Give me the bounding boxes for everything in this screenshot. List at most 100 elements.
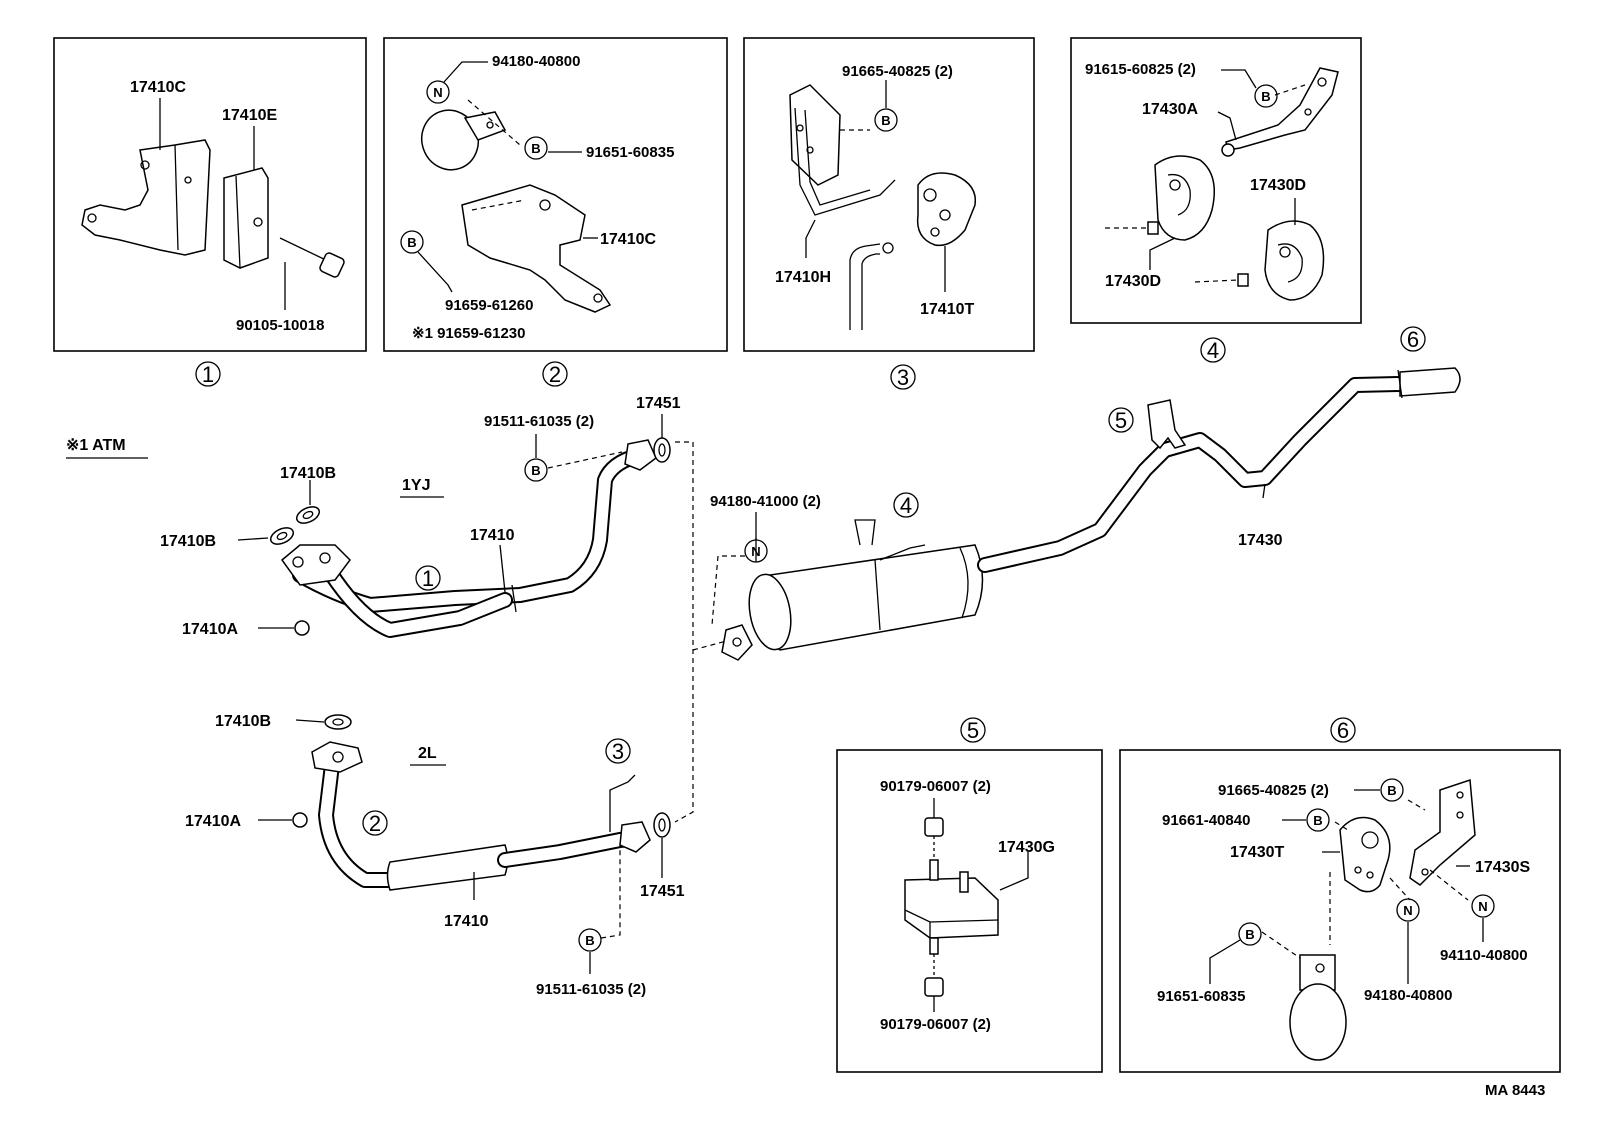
label-91511-61035-top: 91511-61035 (2)	[484, 413, 594, 430]
label-17410-bottom: 17410	[444, 913, 489, 930]
label-17430g: 17430G	[998, 839, 1055, 856]
bracket-shape	[81, 139, 211, 256]
svg-text:N: N	[1403, 903, 1412, 918]
svg-text:N: N	[1478, 899, 1487, 914]
atm-note: ※1 ATM	[66, 437, 126, 454]
label-17430a: 17430A	[1142, 101, 1198, 118]
label-91665-40825: 91665-40825 (2)	[842, 63, 953, 80]
label-91651-60835: 91651-60835	[586, 144, 674, 161]
callout-2-box: 2	[542, 361, 568, 387]
rear-flange-2l	[619, 821, 651, 853]
svg-text:1: 1	[202, 362, 214, 387]
svg-text:B: B	[1245, 927, 1254, 942]
front-pipe-2l: 17410B 17410A 17410 17451 91511-61035 (2…	[185, 713, 685, 998]
label-91665-40825-b6: 91665-40825 (2)	[1218, 782, 1329, 799]
svg-text:N: N	[433, 85, 442, 100]
detail-box-6: 6 B B B N N	[1119, 717, 1561, 1073]
drawing-id: MA 8443	[1485, 1082, 1545, 1099]
detail-box-1: 17410C 17410E 90105-10018	[53, 37, 367, 352]
label-17410c-2: 17410C	[600, 231, 656, 248]
svg-text:B: B	[881, 113, 890, 128]
label-17430s: 17430S	[1475, 859, 1530, 876]
callout-4-box: 4	[1200, 337, 1226, 363]
svg-text:B: B	[407, 235, 416, 250]
hanger-bracket-5	[1147, 399, 1187, 450]
svg-text:6: 6	[1337, 718, 1349, 743]
muffler-2l	[386, 844, 509, 891]
label-17430d-left: 17430D	[1105, 273, 1161, 290]
svg-text:5: 5	[967, 718, 979, 743]
label-17451-top: 17451	[636, 395, 681, 412]
detail-box-2: N B B 94180-40800 91651-60835 17410C 916…	[383, 37, 728, 352]
cushion-right	[1154, 155, 1215, 241]
callout-1-box: 1	[195, 361, 221, 387]
label-90105-10018: 90105-10018	[236, 317, 324, 334]
bracket-17430s	[1409, 778, 1476, 886]
label-17430t: 17430T	[1230, 844, 1284, 861]
label-94110-40800: 94110-40800	[1440, 947, 1528, 964]
manifold-flange	[280, 544, 351, 586]
label-94180-41000: 94180-41000 (2)	[710, 493, 821, 510]
label-94180-40800: 94180-40800	[492, 53, 580, 70]
detail-box-3: B 91665-40825 (2) 17410H 17410T	[743, 37, 1035, 352]
svg-text:1: 1	[422, 566, 434, 591]
label-17410h: 17410H	[775, 269, 831, 286]
main-muffler	[761, 544, 984, 651]
label-17410a-bottom: 17410A	[185, 813, 241, 830]
label-17410b-bottom: 17410B	[215, 713, 271, 730]
bracket-17430a	[1225, 67, 1339, 151]
svg-text:2: 2	[549, 362, 561, 387]
label-90179-06007-top: 90179-06007 (2)	[880, 778, 991, 795]
svg-text:B: B	[1387, 783, 1396, 798]
rubber-support	[916, 172, 977, 247]
svg-text:B: B	[1261, 89, 1270, 104]
label-17410e: 17410E	[222, 107, 277, 124]
svg-text:6: 6	[1407, 327, 1419, 352]
flange-1yj	[624, 439, 657, 471]
support-17430t	[1339, 816, 1391, 893]
svg-text:B: B	[531, 141, 540, 156]
svg-text:4: 4	[900, 493, 912, 518]
front-pipe-1yj: 17410B 17410B 17410A 17410 17451 91511-6…	[160, 395, 681, 638]
mount-17430g	[904, 877, 999, 939]
svg-text:N: N	[751, 544, 760, 559]
nut-top	[924, 817, 944, 837]
label-17410a-top: 17410A	[182, 621, 238, 638]
engine-label-2l: 2L	[418, 745, 437, 762]
flange-2l	[311, 741, 363, 773]
muffler-inlet-flange	[721, 624, 753, 661]
svg-text:3: 3	[897, 365, 909, 390]
label-91661-40840: 91661-40840	[1162, 812, 1250, 829]
clamp-plate	[1299, 954, 1336, 991]
label-17451-bottom: 17451	[640, 883, 685, 900]
svg-text:B: B	[1313, 813, 1322, 828]
clamp-shape	[223, 167, 269, 269]
svg-text:5: 5	[1115, 408, 1127, 433]
bracket-2-shape	[461, 184, 612, 313]
label-17410c: 17410C	[130, 79, 186, 96]
callout-3-box: 3	[890, 364, 916, 390]
label-17410t: 17410T	[920, 301, 974, 318]
muffler-tailpipe: N 94180-41000 (2) 17430 4 5 6	[710, 326, 1461, 661]
hanger-plate	[789, 84, 841, 186]
label-17430: 17430	[1238, 532, 1283, 549]
label-91511-61035-bottom: 91511-61035 (2)	[536, 981, 646, 998]
svg-text:B: B	[531, 463, 540, 478]
label-17410-top: 17410	[470, 527, 515, 544]
svg-text:3: 3	[612, 739, 624, 764]
detail-box-4: B 91615-60825 (2) 17430A 17430D 17430D	[1070, 37, 1362, 324]
svg-text:B: B	[585, 933, 594, 948]
label-91659-61260: 91659-61260	[445, 297, 533, 314]
label-17410b-left: 17410B	[160, 533, 216, 550]
label-17410b-top: 17410B	[280, 465, 336, 482]
svg-text:2: 2	[369, 811, 381, 836]
nut-bottom	[924, 977, 944, 997]
label-91651-60835-b6: 91651-60835	[1157, 988, 1245, 1005]
detail-box-5: 5 90179-06007 (2) 17430G 90179-06007 (2)	[836, 717, 1103, 1073]
label-90179-06007-bottom: 90179-06007 (2)	[880, 1016, 991, 1033]
svg-text:4: 4	[1207, 338, 1219, 363]
label-91659-61230: ※1 91659-61230	[412, 325, 526, 342]
engine-label-1yj: 1YJ	[402, 477, 430, 494]
label-17430d-right: 17430D	[1250, 177, 1306, 194]
